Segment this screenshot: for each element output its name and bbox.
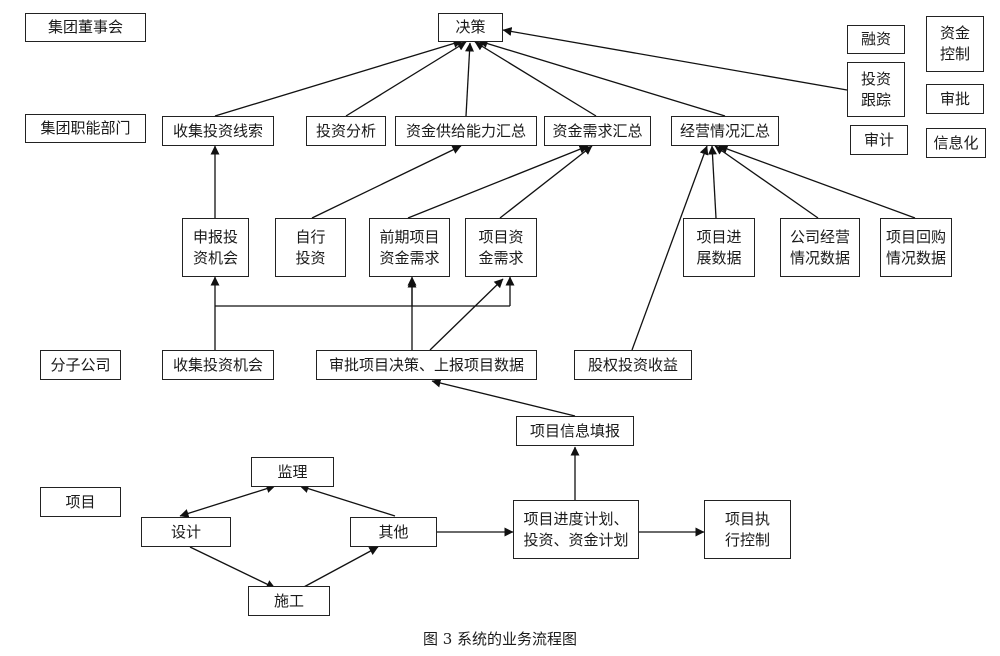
edge-leads-to-decision [214,39,463,117]
group-function-label: 集团职能部门 [25,114,146,143]
approve-report-node: 审批项目决策、上报项目数据 [316,350,537,380]
edge-approve-to-projfund [429,278,504,351]
early-fund-demand-node: 前期项目 资金需求 [369,218,450,277]
financing-node: 融资 [847,25,905,54]
edge-construction-to-other [301,546,379,589]
construction-node: 施工 [248,586,330,616]
edge-capacity-to-decision [465,42,475,117]
invest-tracking-node: 投资 跟踪 [847,62,905,117]
edge-equity-to-ops [631,145,709,351]
project-fund-demand-node: 项目资 金需求 [465,218,537,277]
collect-opportunity-node: 收集投资机会 [162,350,274,380]
edge-design-to-construction [189,546,276,589]
funding-demand-node: 资金需求汇总 [544,116,651,146]
informatization-node: 信息化 [926,128,986,158]
company-ops-data-node: 公司经营 情况数据 [780,218,860,277]
group-board-label: 集团董事会 [25,13,146,42]
figure-caption: 图 3 系统的业务流程图 [422,630,578,648]
subsidiary-label: 分子公司 [40,350,121,380]
edge-ops-to-decision [478,39,726,117]
buyback-data-node: 项目回购 情况数据 [880,218,952,277]
edge-early-to-demand [407,144,589,219]
edge-demand-to-decision [474,41,597,117]
info-fill-node: 项目信息填报 [516,416,634,446]
invest-analysis-node: 投资分析 [306,116,386,146]
self-invest-node: 自行 投资 [275,218,346,277]
report-opportunity-node: 申报投 资机会 [182,218,249,277]
edge-other-to-supervision [299,484,396,517]
equity-income-node: 股权投资收益 [574,350,692,380]
funding-capacity-node: 资金供给能力汇总 [395,116,537,146]
project-label: 项目 [40,487,121,517]
edge-buyback-to-ops [718,144,916,219]
fund-control-node: 资金 控制 [926,16,984,72]
design-node: 设计 [141,517,231,547]
other-node: 其他 [350,517,437,547]
edge-self-to-capacity [311,145,462,219]
execution-control-node: 项目执 行控制 [704,500,791,559]
edge-design-supervision [179,484,276,518]
edge-tracking-to-decision [502,27,848,91]
decision-node: 决策 [438,13,503,42]
progress-data-node: 项目进 展数据 [683,218,755,277]
approval-node: 审批 [926,84,984,114]
collect-leads-node: 收集投资线索 [162,116,274,146]
operation-summary-node: 经营情况汇总 [671,116,779,146]
audit-node: 审计 [850,125,908,155]
edge-analysis-to-decision [345,41,467,117]
edge-projfund-to-demand [499,145,593,219]
plan-node: 项目进度计划、 投资、资金计划 [513,500,639,559]
edge-company-to-ops [714,145,819,219]
supervision-node: 监理 [251,457,334,487]
edge-progress-to-ops [707,145,717,219]
edge-fill-to-approve [431,378,576,417]
